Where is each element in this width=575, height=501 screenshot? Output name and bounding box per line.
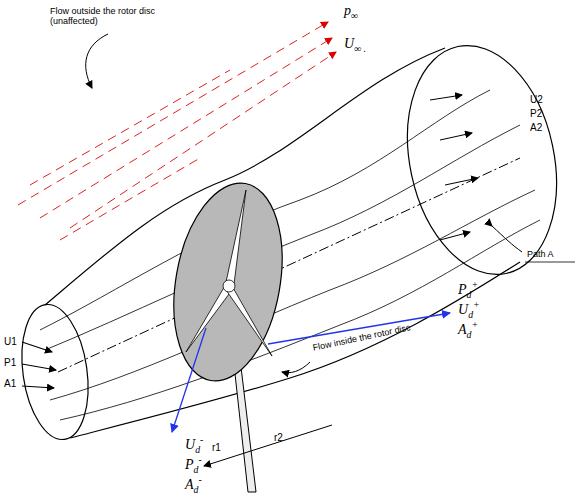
dimension-label: r1: [212, 442, 221, 453]
callout-text: Flow outside the rotor disc (unaffected): [50, 7, 185, 27]
dimension-label: r2: [274, 432, 283, 443]
symbol-label: P2: [530, 108, 542, 119]
symbol-label: A1: [4, 378, 16, 389]
symbol-label: A2: [530, 122, 542, 133]
symbol-label: Ud+: [458, 302, 480, 317]
symbol-label: U2: [530, 94, 543, 105]
symbol-label: p∞: [344, 3, 358, 18]
symbol-label: Pd+: [458, 282, 478, 297]
symbol-label: U1: [4, 336, 17, 347]
symbol-label: P1: [4, 357, 16, 368]
symbol-label: Ud-: [185, 437, 203, 452]
symbol-label: Ad-: [185, 477, 202, 492]
symbol-label: Pd-: [185, 457, 202, 472]
path-label: Path A: [527, 250, 554, 260]
symbol-label: Ad+: [458, 322, 478, 337]
symbol-label: U∞ .: [344, 36, 366, 51]
